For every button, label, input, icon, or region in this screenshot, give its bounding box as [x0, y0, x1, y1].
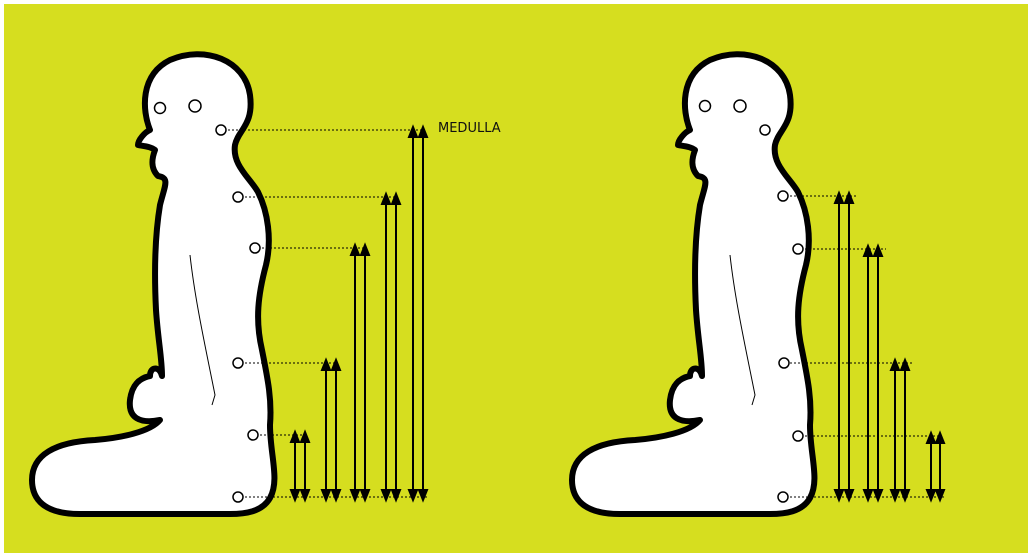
left-eye-point-1 — [155, 103, 166, 114]
medulla-label: MEDULLA — [438, 121, 501, 136]
left-point-2 — [233, 192, 243, 202]
left-point-medulla — [216, 125, 226, 135]
left-point-4 — [233, 358, 243, 368]
left-point-3 — [250, 243, 260, 253]
right-point-5 — [793, 431, 803, 441]
right-point-2 — [778, 191, 788, 201]
left-point-5 — [248, 430, 258, 440]
right-point-base — [778, 492, 788, 502]
right-eye-point-1 — [700, 101, 711, 112]
left-point-base — [233, 492, 243, 502]
right-point-medulla — [760, 125, 770, 135]
left-eye-point-2 — [189, 100, 201, 112]
right-point-4 — [779, 358, 789, 368]
right-point-3 — [793, 244, 803, 254]
right-eye-point-2 — [734, 100, 746, 112]
